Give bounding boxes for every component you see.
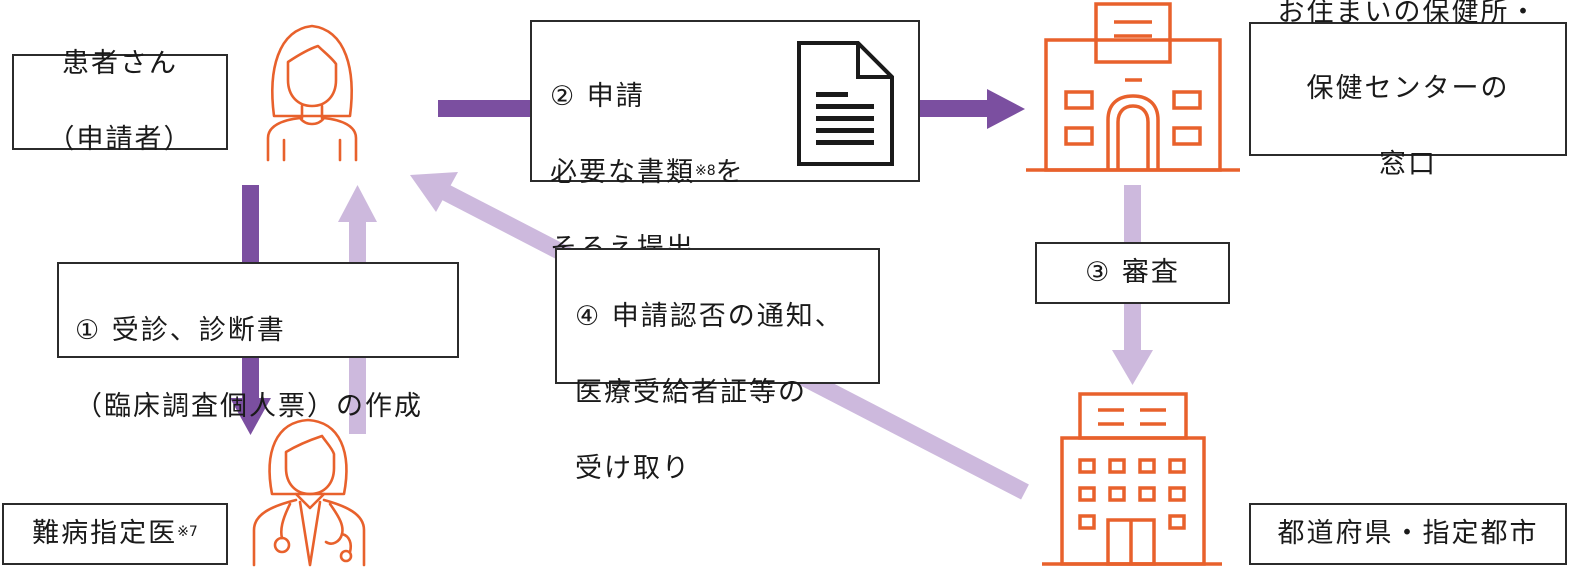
step2-box: ② 申請 必要な書類※8を そろえ提出: [530, 20, 920, 264]
health-center-line2: 保健センターの: [1306, 73, 1510, 104]
patient-label-box: 患者さん （申請者）: [12, 48, 228, 155]
prefecture-label-box: 都道府県・指定都市: [1249, 503, 1567, 565]
step4-line3: 受け取り: [575, 453, 691, 484]
step2-note: ※8: [695, 163, 716, 179]
document-icon: [797, 41, 894, 166]
doctor-label-box: 難病指定医※7: [2, 503, 228, 565]
step3-label: ③ 審査: [1085, 257, 1180, 288]
health-center-label-box: お住まいの保健所・ 保健センターの 窓口: [1249, 0, 1567, 180]
health-center-line3: 窓口: [1379, 149, 1437, 180]
office-tower-icon: [1042, 392, 1222, 566]
patient-woman-icon: [266, 24, 358, 162]
doctor-stethoscope-icon: [252, 418, 366, 567]
step2-line2-end: を: [715, 157, 745, 188]
step4-box: ④ 申請認否の通知、 医療受給者証等の 受け取り: [555, 248, 880, 484]
patient-label-line2: （申請者）: [47, 124, 193, 155]
prefecture-label: 都道府県・指定都市: [1277, 518, 1539, 549]
step1-box: ① 受診、診断書 （臨床調査個人票）の作成: [57, 262, 459, 422]
health-center-line1: お住まいの保健所・: [1277, 0, 1539, 28]
step4-line1: ④ 申請認否の通知、: [575, 301, 844, 332]
step1-line2: （臨床調査個人票）の作成: [75, 391, 423, 422]
arrow-patient-to-health-center: [438, 89, 1025, 129]
step1-line1: ① 受診、診断書: [75, 315, 286, 346]
step4-line2: 医療受給者証等の: [575, 377, 807, 408]
doctor-label: 難病指定医: [32, 518, 178, 549]
doctor-note: ※7: [177, 524, 198, 540]
step2-line2: 必要な書類: [550, 157, 695, 188]
health-center-building-icon: [1026, 2, 1240, 172]
patient-label-line1: 患者さん: [62, 48, 178, 79]
step3-box: ③ 審査: [1035, 242, 1230, 304]
step2-line1: ② 申請: [550, 81, 645, 112]
